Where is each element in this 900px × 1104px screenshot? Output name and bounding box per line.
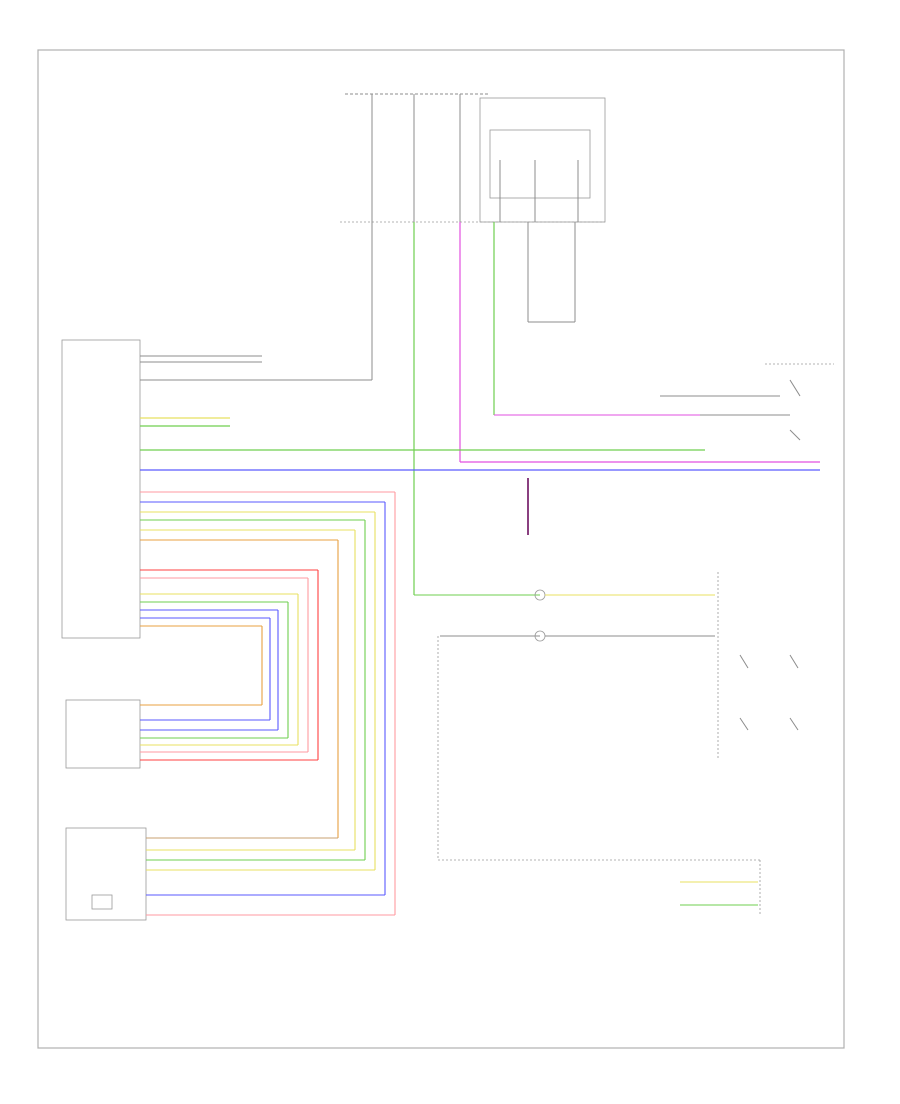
diagram-frame [37, 49, 845, 1049]
fuse-box [340, 93, 606, 223]
switch-contact-1 [789, 379, 801, 397]
throttle-body [65, 827, 395, 921]
brake-switch-area [660, 363, 834, 441]
steer-switch-4 [789, 717, 799, 731]
central-junction-box [479, 97, 606, 223]
relay-module [489, 129, 591, 199]
steer-switch-2 [789, 654, 799, 669]
sensor-harness [261, 492, 396, 915]
accelerator-pedal-sensor [65, 699, 318, 769]
app-sensor-box [65, 699, 141, 769]
instrument-cluster [680, 860, 761, 915]
throttle-body-box [65, 827, 147, 921]
switch-contact-2 [789, 429, 801, 441]
throttle-motor [91, 894, 113, 910]
fuse-box-output-wires [371, 222, 576, 595]
ecm-bus-wires [140, 414, 820, 535]
clock-spring-area [414, 572, 799, 861]
engine-control-module [61, 339, 372, 639]
ecm-output-wires [140, 491, 395, 627]
steer-switch-1 [739, 654, 749, 669]
steer-switch-3 [739, 717, 749, 731]
ecm-box [61, 339, 141, 639]
